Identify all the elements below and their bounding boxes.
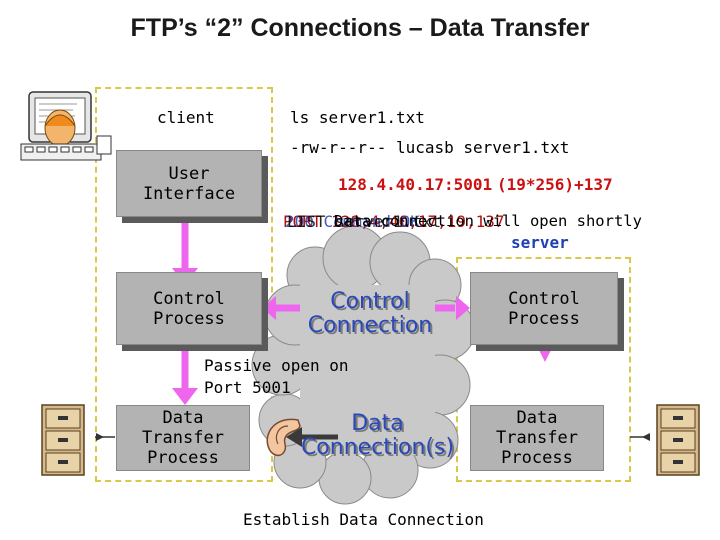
data-connection-label: Data Connection(s) xyxy=(300,411,455,460)
control-connection-label: Control Connection xyxy=(307,289,433,338)
file-cabinet-icon xyxy=(656,404,700,476)
page-title: FTP’s “2” Connections – Data Transfer xyxy=(130,14,590,42)
ls-command: ls server1.txt xyxy=(290,108,425,127)
file-cabinet-icon xyxy=(41,404,85,476)
data-transfer-process-server: Data Transfer Process xyxy=(470,405,604,471)
overlap-line-b: 200 Command OK xyxy=(285,212,420,231)
overlap-line-c: LIST server1.txt xyxy=(287,212,442,231)
computer-user-icon xyxy=(20,91,112,161)
overlap-line-d: Data connection will open shortly xyxy=(334,212,642,230)
client-label: client xyxy=(157,108,215,127)
ls-result: -rw-r--r-- lucasb server1.txt xyxy=(290,138,570,157)
user-interface-box: User Interface xyxy=(116,150,262,217)
port-line-overlap: (19*256)+137 xyxy=(497,175,613,194)
client-boundary xyxy=(95,87,273,482)
control-process-client: Control Process xyxy=(116,272,262,345)
overlap-line-a: PORT 128,4,40,17,19,137 xyxy=(283,212,505,231)
passive-open-label: Passive open on Port 5001 xyxy=(204,356,349,397)
network-cloud xyxy=(251,225,476,505)
establish-label: Establish Data Connection xyxy=(243,510,484,529)
control-process-server: Control Process xyxy=(470,272,618,345)
arrows xyxy=(181,215,455,390)
ear-icon xyxy=(266,418,301,457)
server-label: server xyxy=(511,233,569,252)
port-line: 128.4.40.17:5001 xyxy=(338,175,493,194)
data-transfer-process-client: Data Transfer Process xyxy=(116,405,250,471)
